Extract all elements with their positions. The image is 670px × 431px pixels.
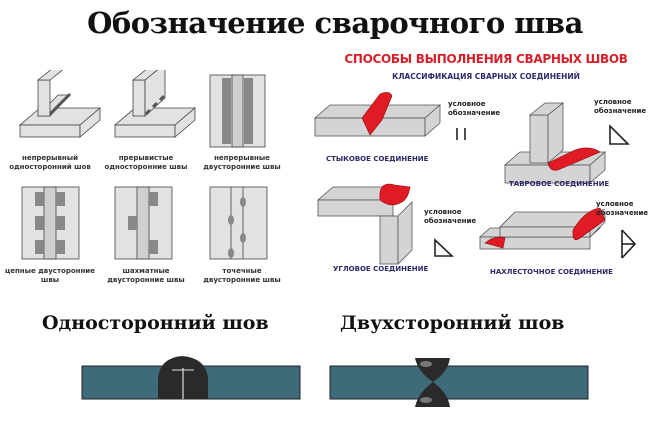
joint-label-tee: ТАВРОВОЕ СОЕДИНЕНИЕ (509, 180, 610, 188)
page-title: Обозначение сварочного шва (87, 6, 583, 40)
two-sided-seam-heading: Двухсторонний шов (340, 312, 565, 334)
caption-continuous-two-sided: непрерывные двусторонние швы (203, 154, 281, 171)
caption-intermittent-one-sided: прерывистые односторонние швы (104, 154, 188, 171)
joint-methods-title: СПОСОБЫ ВЫПОЛНЕНИЯ СВАРНЫХ ШВОВ (344, 52, 628, 66)
caption-spot-two-sided: точечные двусторонние швы (203, 267, 281, 284)
joint-classification-subtitle: КЛАССИФИКАЦИЯ СВАРНЫХ СОЕДИНЕНИЙ (392, 72, 580, 81)
joint-label-butt: СТЫКОВОЕ СОЕДИНЕНИЕ (326, 155, 429, 163)
symbol-label-tee: условное обозначение (594, 98, 647, 115)
symbol-label-corner: условное обозначение (424, 208, 477, 225)
caption-continuous-one-sided: непрерывный односторонний шов (9, 154, 91, 171)
one-sided-seam-heading: Односторонний шов (42, 312, 269, 334)
joint-label-corner: УГЛОВОЕ СОЕДИНЕНИЕ (333, 265, 429, 273)
seam-types-illustrations (18, 70, 268, 260)
seam-cross-sections (81, 356, 589, 407)
joint-types-illustrations (313, 92, 637, 265)
symbol-label-lap: условное обозначение (596, 200, 649, 217)
caption-staggered-two-sided: шахматные двусторонние швы (107, 267, 185, 284)
caption-chain-two-sided: цепные двусторонние швы (5, 267, 95, 284)
symbol-label-butt: условное обозначение (448, 100, 501, 117)
joint-label-lap: НАХЛЕСТОЧНОЕ СОЕДИНЕНИЕ (490, 268, 613, 276)
